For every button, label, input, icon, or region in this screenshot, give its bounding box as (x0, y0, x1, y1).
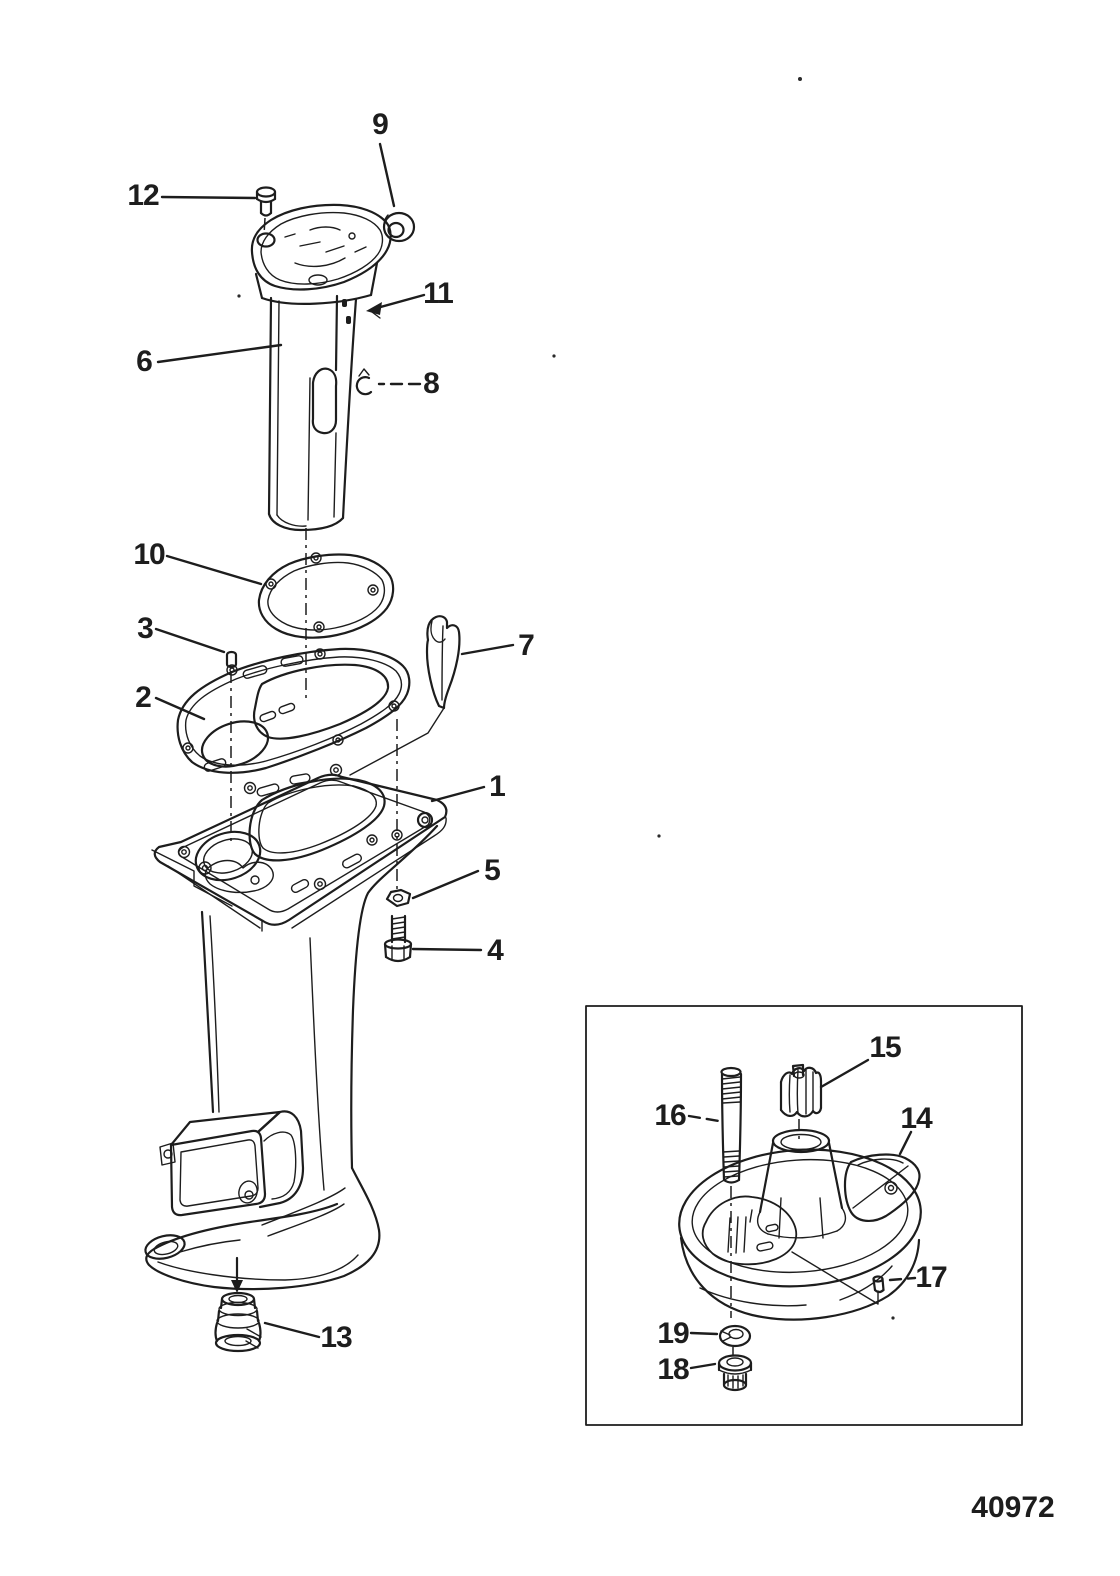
part-stud-16 (720, 1066, 743, 1184)
part-bracket-7 (349, 615, 461, 776)
leader-5 (411, 869, 480, 900)
callout-16: 16 (654, 1099, 686, 1132)
callout-15: 15 (869, 1031, 901, 1064)
part-pump-base-14 (678, 1128, 922, 1321)
main-assembly (144, 186, 461, 1353)
callout-3: 3 (137, 612, 153, 645)
callout-4: 4 (487, 934, 504, 967)
scan-specks (237, 77, 895, 1320)
leader-4 (411, 947, 483, 952)
callout-leaders (154, 142, 917, 1370)
callout-7: 7 (518, 629, 534, 662)
pin-17-locator-line (791, 1251, 879, 1305)
callout-12: 12 (127, 179, 159, 212)
leader-14 (898, 1130, 913, 1156)
leader-11 (375, 293, 426, 310)
part-gasket-2 (176, 647, 411, 774)
leader-17 (888, 1276, 917, 1282)
leader-10 (165, 554, 263, 586)
part-pin-17 (872, 1275, 885, 1294)
callout-9: 9 (372, 108, 388, 141)
callout-labels: 9 12 11 6 8 10 3 2 7 1 5 4 13 15 16 14 1… (127, 108, 948, 1386)
bracket-locator-line (349, 707, 445, 776)
callout-19: 19 (657, 1317, 689, 1350)
exhaust-outlet (159, 1110, 305, 1217)
inset-centerlines (730, 1119, 800, 1356)
part-pin-11 (366, 302, 382, 319)
leader-16 (687, 1114, 721, 1123)
callout-8: 8 (423, 367, 439, 400)
leader-15 (819, 1058, 870, 1089)
callout-11: 11 (423, 277, 453, 310)
callout-5: 5 (484, 854, 500, 887)
callout-1: 1 (489, 770, 505, 803)
leader-3 (154, 627, 226, 654)
leader-18 (689, 1362, 717, 1370)
leader-19 (689, 1331, 719, 1336)
leader-13 (263, 1321, 321, 1339)
leader-12 (160, 195, 257, 200)
alignment-centerlines (230, 528, 398, 891)
callout-6: 6 (136, 345, 152, 378)
part-mount-13 (214, 1256, 262, 1353)
anti-ventilation-plate (144, 1166, 381, 1291)
part-upper-housing-tube (250, 203, 392, 532)
inset-detail (585, 1005, 1023, 1426)
part-grommet-9 (382, 211, 416, 243)
part-washer-5 (385, 888, 412, 908)
callout-10: 10 (133, 538, 165, 571)
part-impeller-15 (779, 1063, 823, 1118)
callout-13: 13 (320, 1321, 352, 1354)
part-screw-12 (255, 186, 277, 236)
leader-2 (154, 696, 206, 721)
callout-17: 17 (915, 1261, 947, 1294)
drawing-number: 40972 (971, 1491, 1054, 1524)
part-clip-8 (355, 368, 373, 396)
leader-6 (156, 343, 283, 364)
leader-7 (460, 643, 515, 656)
callout-14: 14 (900, 1102, 933, 1135)
part-bolt-4 (383, 914, 413, 963)
inset-box-border (585, 1005, 1023, 1426)
screw-alignment-line (263, 217, 266, 236)
part-bushing-18 (717, 1354, 753, 1392)
callout-2: 2 (135, 681, 151, 714)
leader-1 (430, 785, 486, 803)
part-washer-19 (718, 1324, 752, 1348)
leader-9 (378, 142, 396, 208)
callout-18: 18 (657, 1353, 689, 1386)
part-gasket-10 (257, 552, 395, 639)
part-driveshaft-housing-1 (144, 763, 448, 1291)
